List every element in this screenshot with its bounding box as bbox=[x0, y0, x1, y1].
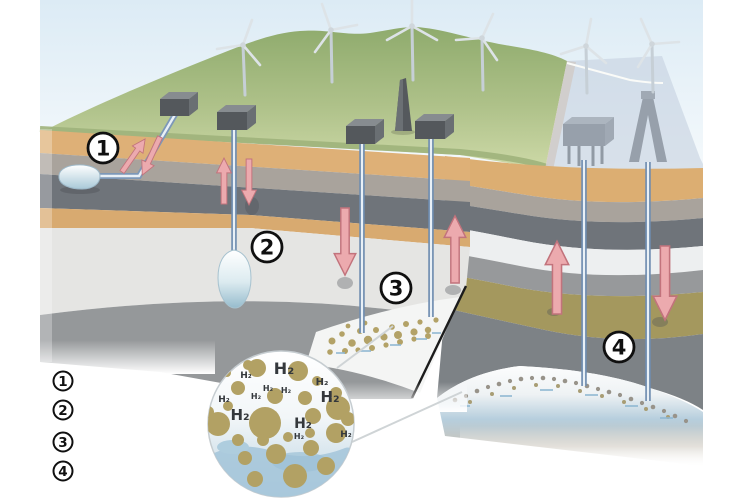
aquifer-wells bbox=[359, 139, 434, 333]
compressor-station-icon bbox=[160, 92, 198, 116]
callout-number: 4 bbox=[612, 336, 627, 360]
h2-molecule-label: H₂ bbox=[230, 406, 249, 424]
aquifer-water-marks bbox=[336, 332, 441, 354]
callout-number: 3 bbox=[389, 277, 404, 301]
wind-turbine-icon bbox=[313, 2, 359, 84]
offshore-wells bbox=[581, 160, 651, 401]
pipe-storage bbox=[58, 111, 179, 194]
callout-number: 1 bbox=[96, 137, 111, 161]
magnifier-cone bbox=[336, 325, 463, 443]
wellhead-icon bbox=[346, 119, 384, 144]
legend-number: 1 bbox=[58, 374, 67, 390]
callout-2: 2 bbox=[250, 230, 284, 264]
block-side-face bbox=[40, 129, 52, 362]
h2-molecule-label: H₂ bbox=[294, 432, 305, 441]
wellhead-icon bbox=[415, 114, 454, 139]
pipe-storage-bubble bbox=[58, 164, 101, 190]
salt-cavern bbox=[217, 249, 252, 309]
callout-3: 3 bbox=[379, 271, 413, 305]
wind-farm bbox=[215, 0, 681, 97]
wind-turbine-icon bbox=[454, 12, 499, 92]
h2-molecule-label: H₂ bbox=[320, 388, 339, 406]
sand-grains bbox=[208, 359, 354, 488]
fade-left bbox=[40, 340, 215, 374]
wind-turbine-icon bbox=[385, 0, 439, 82]
h2-molecule-label: H₂ bbox=[251, 392, 262, 401]
grass-edge bbox=[39, 126, 548, 170]
h2-molecule-label: H₂ bbox=[340, 430, 352, 440]
h2-molecule-label: H₂ bbox=[240, 371, 252, 381]
legend-item-4: 4 bbox=[52, 460, 74, 482]
legend-item-2: 2 bbox=[52, 399, 74, 421]
legend-number: 2 bbox=[58, 403, 67, 419]
wind-turbine-icon bbox=[215, 18, 262, 97]
callout-1: 1 bbox=[86, 131, 120, 165]
sea-surface bbox=[545, 56, 703, 172]
wind-turbine-icon bbox=[636, 17, 681, 94]
fault-line bbox=[410, 285, 468, 399]
legend-item-1: 1 bbox=[52, 370, 74, 392]
salt-cavern-storage bbox=[217, 130, 252, 309]
legend: 1 2 3 4 bbox=[52, 370, 74, 482]
h2-molecule-label: H₂ bbox=[281, 386, 292, 395]
surface-facilities bbox=[160, 78, 454, 144]
wind-turbine-icon bbox=[559, 17, 608, 95]
h2-molecule-label: H₂ bbox=[294, 416, 312, 432]
aquifer-sand-grains bbox=[327, 317, 439, 355]
legend-item-3: 3 bbox=[52, 431, 74, 453]
callout-4: 4 bbox=[602, 330, 636, 364]
right-strata bbox=[437, 156, 703, 466]
obelisk-monument-icon bbox=[391, 78, 415, 135]
wellhead-icon bbox=[217, 105, 256, 130]
legend-number: 3 bbox=[58, 435, 67, 451]
h2-molecule-label: H₂ bbox=[218, 395, 230, 405]
callout-number: 2 bbox=[260, 236, 275, 260]
h2-molecule-label: H₂ bbox=[263, 384, 274, 393]
fade-right bbox=[460, 426, 703, 468]
legend-number: 4 bbox=[58, 464, 67, 480]
callouts-layer: 1 2 3 4 bbox=[86, 131, 636, 364]
h2-molecule-label: H₂ bbox=[274, 359, 294, 378]
aquifer-reservoir bbox=[306, 297, 460, 393]
h2-molecule-label: H₂ bbox=[316, 377, 329, 388]
